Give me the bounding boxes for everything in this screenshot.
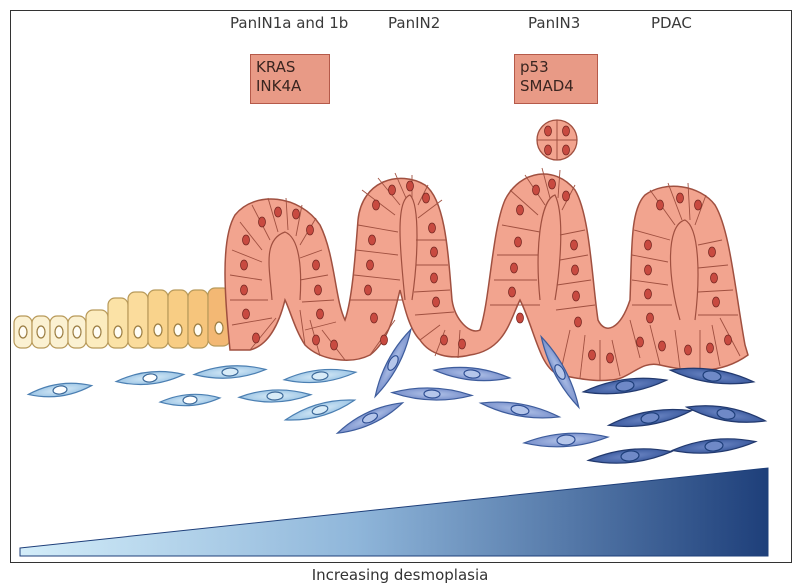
fibroblast	[160, 392, 221, 407]
fibroblast	[608, 404, 693, 431]
fibroblast	[194, 364, 267, 381]
fibroblast	[27, 380, 92, 401]
desmoplasia-gradient-wedge	[20, 468, 768, 556]
fibroblast	[524, 431, 609, 450]
fibroblast	[480, 397, 561, 423]
gene-kras: KRAS	[256, 58, 324, 77]
stage-label-pdac: PDAC	[651, 14, 692, 32]
stage-label-panin2: PanIN2	[388, 14, 440, 32]
fibroblast	[672, 435, 757, 457]
fibroblast	[685, 401, 766, 428]
stage-label-panin3: PanIN3	[528, 14, 580, 32]
budding-cell-cluster	[537, 120, 577, 160]
stage-label-panin1: PanIN1a and 1b	[230, 14, 348, 32]
gene-box-early: KRAS INK4A	[250, 54, 330, 104]
fibroblast	[434, 364, 511, 384]
fibroblast	[588, 445, 673, 467]
fibroblast	[284, 366, 357, 385]
normal-epithelium	[14, 288, 230, 348]
gene-smad4: SMAD4	[520, 77, 592, 96]
gene-p53: p53	[520, 58, 592, 77]
desmoplasia-caption: Increasing desmoplasia	[0, 566, 800, 584]
gene-box-late: p53 SMAD4	[514, 54, 598, 104]
fibroblast	[239, 389, 311, 404]
panin-duct-epithelium	[225, 174, 748, 381]
fibroblast	[392, 387, 472, 402]
fibroblast	[116, 368, 185, 387]
gene-ink4a: INK4A	[256, 77, 324, 96]
